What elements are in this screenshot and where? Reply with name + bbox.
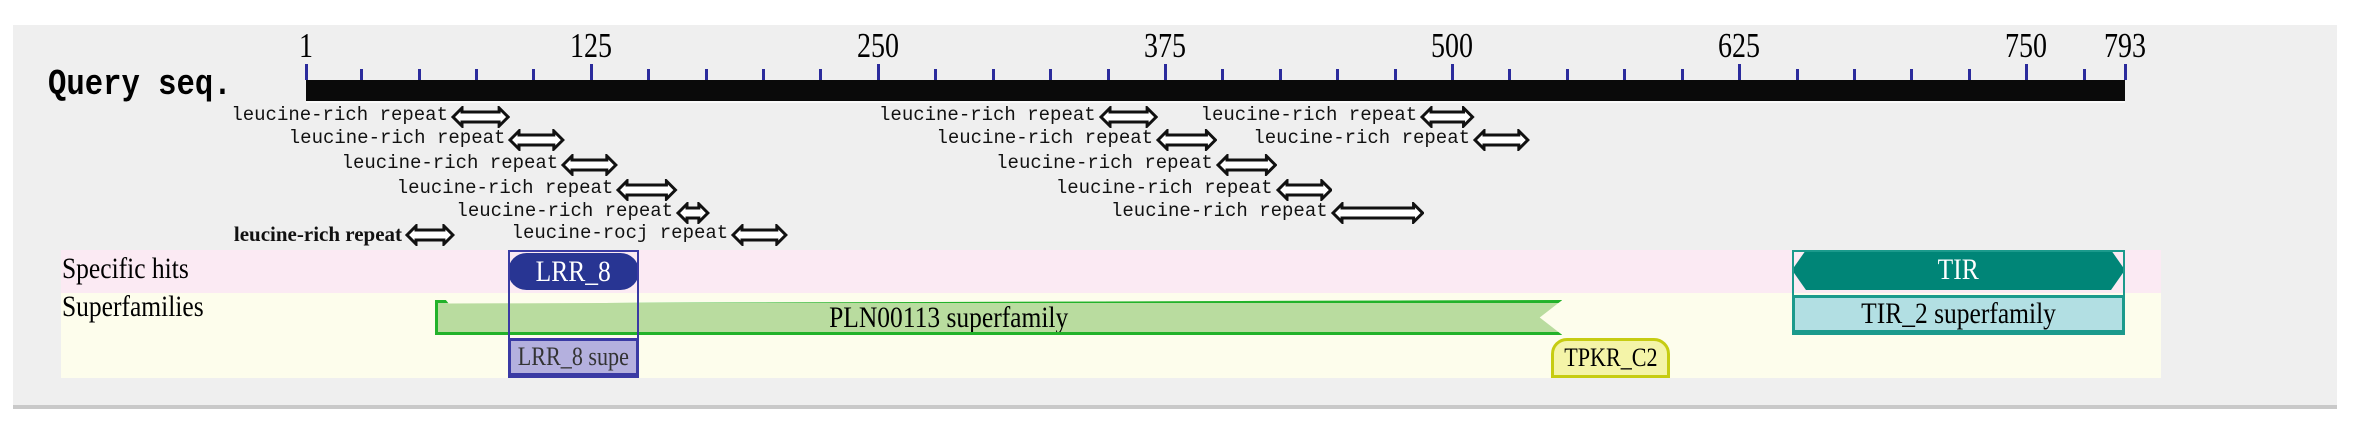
minor-tick: [1967, 69, 1971, 80]
minor-tick: [762, 69, 766, 80]
domain-pln00113-superfamily[interactable]: PLN00113 superfamily: [434, 300, 1563, 335]
tick-label: 750: [2005, 26, 2048, 65]
query-sequence-bar[interactable]: [306, 80, 2125, 103]
minor-tick: [1221, 69, 1225, 80]
minor-tick: [1393, 69, 1397, 80]
domain-tir-2-superfamily[interactable]: TIR_2 superfamily: [1791, 295, 2125, 333]
repeat-label: leucine-rich repeat: [288, 127, 506, 149]
repeat-label: leucine-rich repeat: [1253, 127, 1471, 149]
domain-label: PLN00113 superfamily: [828, 300, 1068, 334]
tick-label: 625: [1718, 26, 1761, 65]
repeat-label: leucine-rich repeat: [396, 177, 614, 199]
minor-tick: [1049, 69, 1053, 80]
minor-tick: [360, 69, 364, 80]
major-tick: [876, 64, 880, 80]
major-tick: [2124, 64, 2127, 80]
repeat-label: leucine-rich repeat: [996, 152, 1213, 174]
tick-label: 1: [299, 26, 313, 65]
major-tick: [2025, 64, 2029, 80]
major-tick: [589, 64, 593, 80]
repeat-label: leucine-rich repeat: [341, 152, 559, 174]
tick-label: 375: [1143, 26, 1186, 65]
minor-tick: [934, 69, 938, 80]
repeat-label: leucine-rich repeat: [936, 127, 1154, 149]
repeat-arrow-icon[interactable]: [405, 224, 455, 246]
domain-label: TIR: [1937, 253, 1980, 286]
tick-label: 250: [856, 26, 899, 65]
minor-tick: [819, 69, 823, 80]
repeat-arrow-icon[interactable]: [616, 179, 678, 201]
domain-tpkr-c2[interactable]: TPKR_C2: [1550, 338, 1671, 378]
repeat-arrow-icon[interactable]: [450, 106, 511, 128]
major-tick: [1738, 64, 1742, 80]
minor-tick: [1795, 69, 1799, 80]
hit-outline: [1791, 250, 2125, 335]
repeat-arrow-icon[interactable]: [676, 202, 710, 224]
minor-tick: [991, 69, 995, 80]
minor-tick: [1508, 69, 1512, 80]
domain-label: TPKR_C2: [1563, 343, 1658, 372]
domain-label: TIR_2 superfamily: [1861, 297, 2056, 330]
repeat-arrow-icon[interactable]: [561, 154, 619, 176]
repeat-arrow-icon[interactable]: [1330, 202, 1425, 224]
tick-label: 500: [1431, 26, 1474, 65]
minor-tick: [1623, 69, 1627, 80]
major-tick: [305, 64, 308, 80]
repeat-label: leucine-rich repeat: [231, 104, 448, 126]
repeat-arrow-icon[interactable]: [1420, 106, 1475, 128]
minor-tick: [1565, 69, 1569, 80]
minor-tick: [2082, 69, 2086, 80]
minor-tick: [1852, 69, 1856, 80]
repeat-arrow-icon[interactable]: [1156, 129, 1218, 151]
hit-outline: [508, 250, 640, 378]
minor-tick: [1336, 69, 1340, 80]
repeat-arrow-icon[interactable]: [1473, 129, 1530, 151]
repeat-arrow-icon[interactable]: [731, 224, 788, 246]
domain-lrr-8[interactable]: LRR_8: [508, 253, 640, 290]
minor-tick: [1106, 69, 1110, 80]
superfamilies-label: Superfamilies: [62, 290, 204, 323]
repeat-label: leucine-rich repeat: [233, 222, 403, 246]
repeat-arrow-icon[interactable]: [1275, 179, 1333, 201]
repeat-label: leucine-rich repeat: [1110, 200, 1328, 222]
domain-label: LRR_8: [536, 254, 612, 288]
minor-tick: [1278, 69, 1282, 80]
repeat-label: leucine-rocj repeat: [511, 222, 729, 244]
tick-label: 793: [2104, 26, 2146, 65]
major-tick: [1451, 64, 1455, 80]
repeat-arrow-icon[interactable]: [1098, 106, 1158, 128]
repeat-arrow-icon[interactable]: [1215, 154, 1278, 176]
tick-label: 125: [569, 26, 612, 65]
minor-tick: [532, 69, 536, 80]
minor-tick: [704, 69, 708, 80]
major-tick: [1163, 64, 1167, 80]
repeat-label: leucine-rich repeat: [1200, 104, 1418, 126]
minor-tick: [1910, 69, 1914, 80]
repeat-label: leucine-rich repeat: [456, 200, 674, 222]
domain-tir[interactable]: TIR: [1792, 250, 2125, 290]
domain-label: LRR_8 supe: [518, 342, 630, 371]
minor-tick: [647, 69, 651, 80]
specific-hits-label: Specific hits: [62, 252, 189, 285]
query-seq-label: Query seq.: [48, 64, 232, 105]
minor-tick: [417, 69, 421, 80]
repeat-label: leucine-rich repeat: [879, 104, 1096, 126]
minor-tick: [1680, 69, 1684, 80]
repeat-arrow-icon[interactable]: [508, 129, 566, 151]
repeat-label: leucine-rich repeat: [1055, 177, 1273, 199]
minor-tick: [474, 69, 478, 80]
